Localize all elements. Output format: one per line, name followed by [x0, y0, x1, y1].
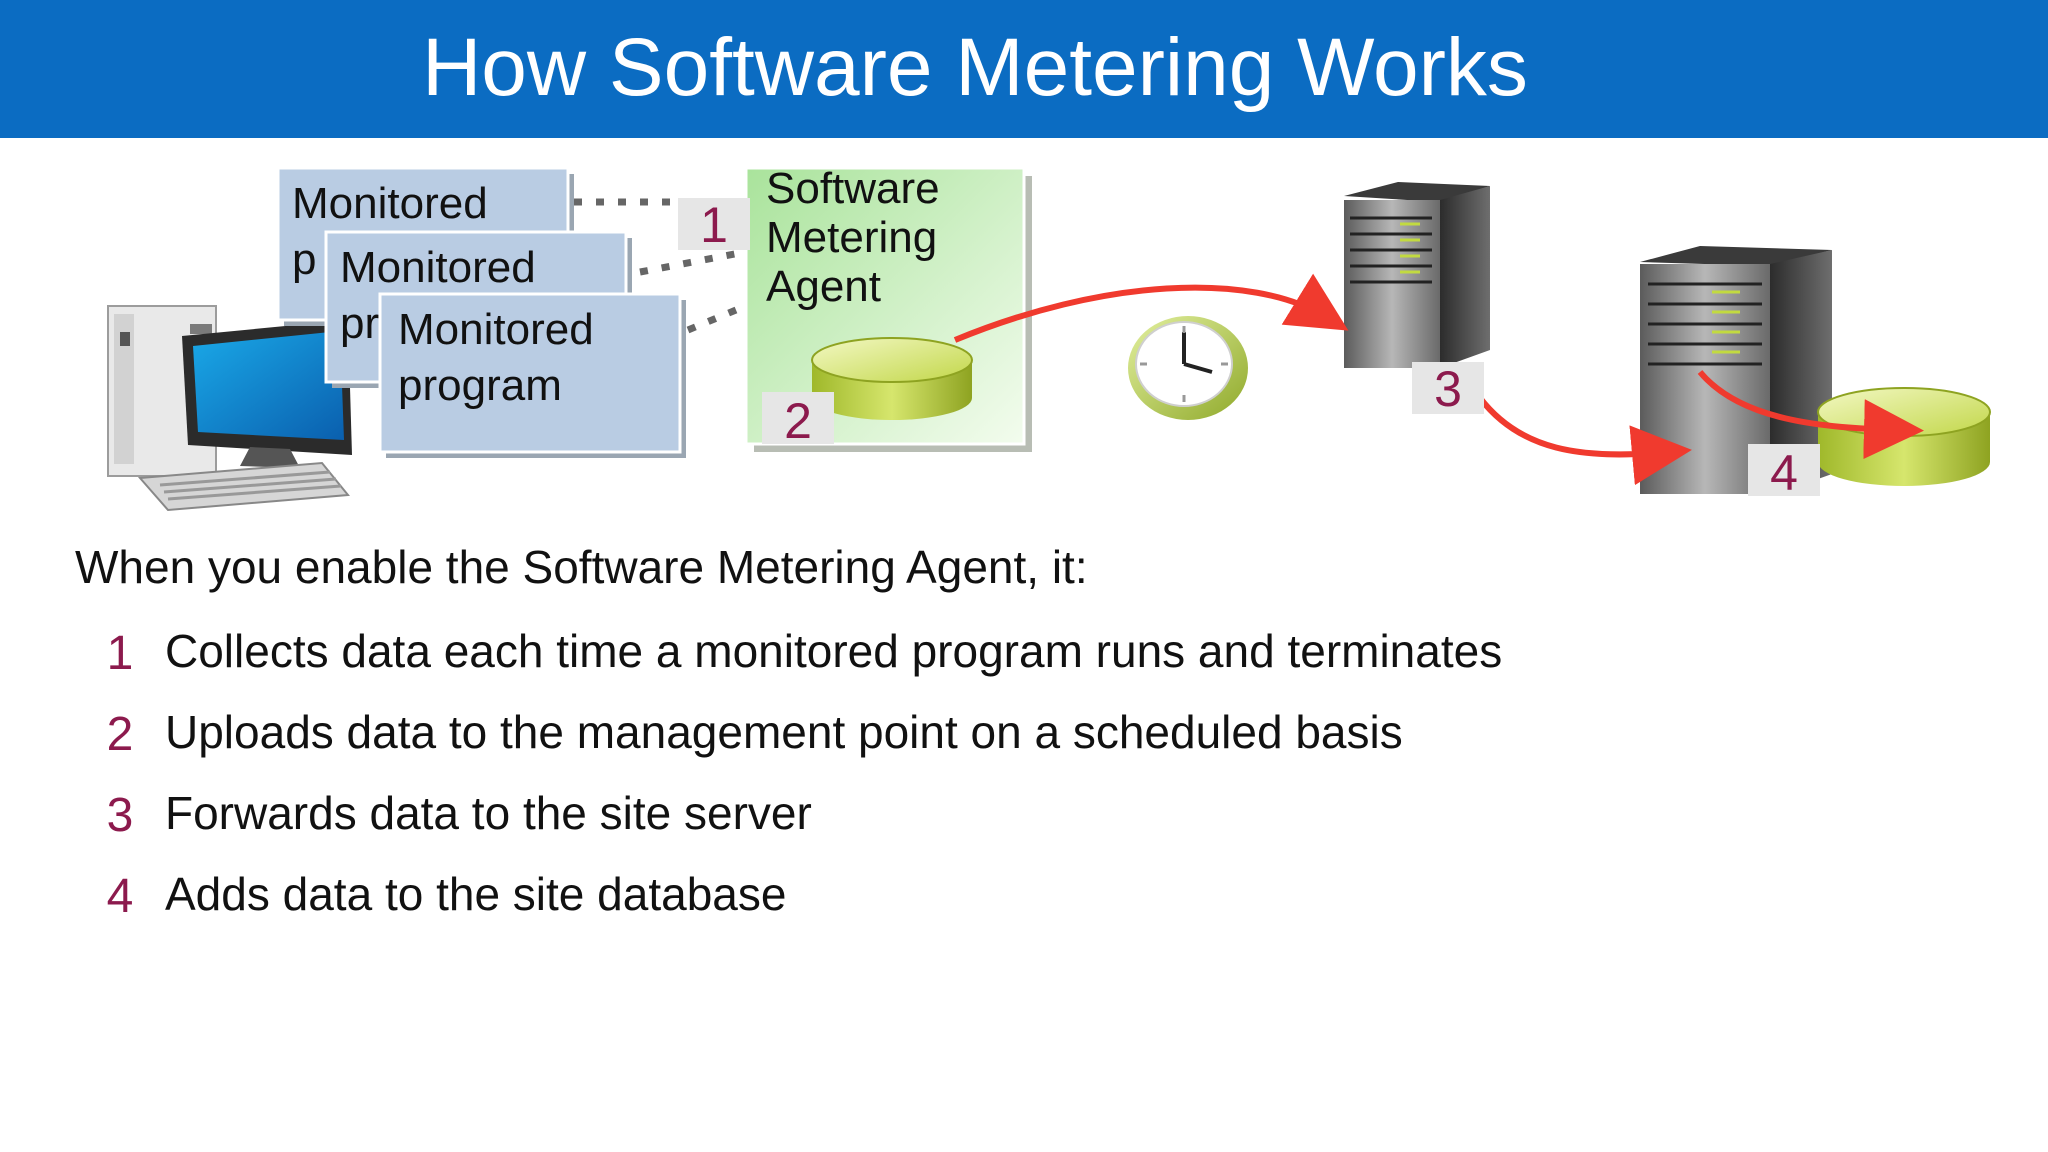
site-database-icon — [1817, 387, 1991, 486]
step-badge-3-label: 3 — [1434, 361, 1462, 417]
step-badge-4-label: 4 — [1770, 445, 1798, 501]
monitored-program-label-3: Monitored program — [398, 305, 594, 410]
flow-arrows — [953, 273, 1924, 486]
step-badge-3: 3 — [1412, 361, 1484, 417]
monitored-program-label-1: Monitored p — [292, 179, 488, 284]
desktop-computer-icon — [107, 305, 352, 512]
step-item-4: 4 Adds data to the site database — [100, 863, 1800, 933]
monitored-program-box-3: Monitored program — [378, 292, 686, 458]
step-number: 4 — [106, 870, 134, 923]
monitored-program-label-2: Monitored pr — [340, 243, 536, 348]
step-text: Collects data each time a monitored prog… — [165, 625, 1503, 677]
step-text: Uploads data to the management point on … — [165, 706, 1403, 758]
agent-label: Software Metering Agent — [766, 164, 940, 311]
step-badge-1: 1 — [678, 197, 750, 253]
page-title: How Software Metering Works — [422, 22, 1528, 113]
step-badge-4: 4 — [1748, 444, 1820, 501]
step-badge-2: 2 — [762, 392, 834, 449]
step-number: 2 — [106, 708, 134, 761]
step-item-1: 1 Collects data each time a monitored pr… — [100, 620, 1800, 690]
step-item-3: 3 Forwards data to the site server — [100, 782, 1800, 852]
intro-text: When you enable the Software Metering Ag… — [75, 541, 1088, 593]
agent-database-icon — [811, 337, 973, 420]
step-item-2: 2 Uploads data to the management point o… — [100, 701, 1800, 771]
step-text: Forwards data to the site server — [165, 787, 812, 839]
step-number: 1 — [106, 627, 134, 680]
clock-icon — [1128, 316, 1248, 420]
diagram: Monitored p Monitored pr Monitored progr… — [107, 164, 1991, 512]
management-point-server-icon — [1344, 182, 1490, 368]
step-number: 3 — [106, 789, 134, 842]
title-bar: How Software Metering Works — [0, 0, 2048, 138]
step-badge-1-label: 1 — [700, 197, 728, 253]
step-text: Adds data to the site database — [165, 868, 787, 920]
step-badge-2-label: 2 — [784, 393, 812, 449]
